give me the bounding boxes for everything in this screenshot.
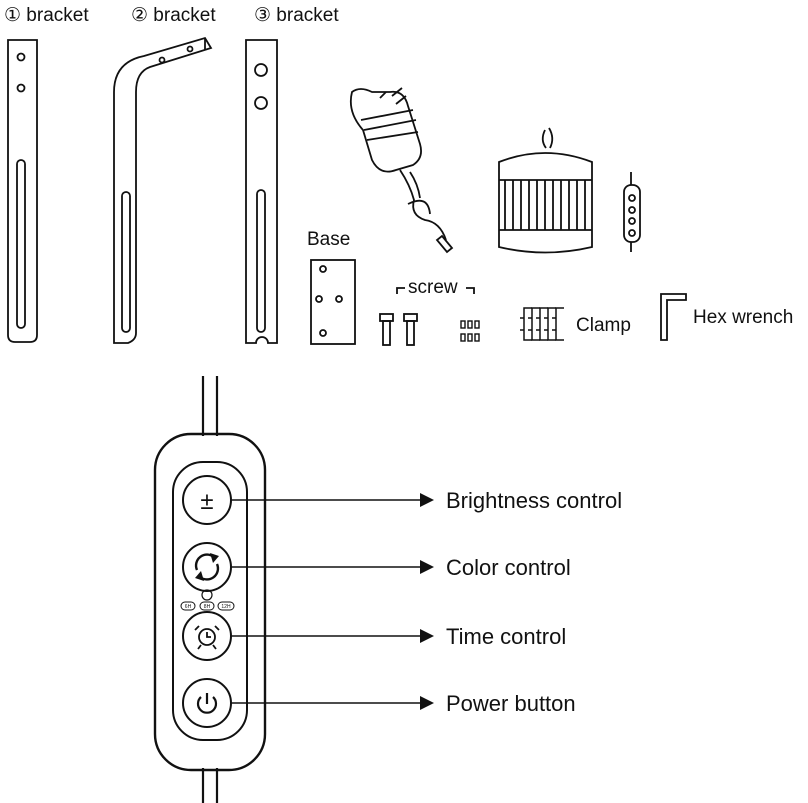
timer-label-6h: 6H bbox=[185, 604, 192, 610]
bracket-2-drawing bbox=[113, 36, 213, 344]
clamp-label: Clamp bbox=[576, 315, 631, 336]
alarm-clock-icon bbox=[194, 625, 220, 650]
hex-wrench-label: Hex wrench bbox=[693, 307, 794, 328]
screw-label: screw bbox=[408, 277, 458, 298]
bracket-2-label: ② bracket bbox=[131, 5, 216, 26]
power-adapter-drawing bbox=[349, 87, 454, 254]
bracket-1-label: ① bracket bbox=[4, 5, 89, 26]
hex-wrench-drawing bbox=[660, 293, 687, 341]
screw-bracket-lines bbox=[396, 287, 475, 294]
base-label: Base bbox=[307, 229, 351, 250]
base-plate-drawing bbox=[310, 259, 356, 345]
timer-label-12h: 12H bbox=[221, 604, 231, 610]
power-button-label: Power button bbox=[446, 691, 576, 716]
button-panel bbox=[172, 461, 248, 741]
controller-body bbox=[153, 432, 267, 772]
lamp-drawing bbox=[498, 127, 593, 254]
clamps-drawing bbox=[520, 307, 564, 341]
indicator-led bbox=[201, 589, 213, 601]
timer-indicators bbox=[180, 601, 235, 611]
plus-minus-icon: ± bbox=[200, 488, 213, 515]
power-icon bbox=[196, 693, 218, 714]
large-screws-drawing bbox=[379, 313, 418, 346]
mini-controller-drawing bbox=[623, 172, 641, 252]
timer-label-8h: 8H bbox=[204, 604, 211, 610]
color-control-label: Color control bbox=[446, 555, 571, 580]
time-control-label: Time control bbox=[446, 624, 567, 649]
bracket-3-label: ③ bracket bbox=[254, 5, 339, 26]
controller-cable bbox=[201, 376, 219, 803]
callout-arrowheads bbox=[420, 493, 434, 710]
small-screws-drawing bbox=[460, 320, 480, 342]
callout-lines bbox=[231, 499, 422, 704]
bracket-1-drawing bbox=[7, 39, 38, 343]
color-button[interactable] bbox=[182, 542, 232, 592]
brightness-control-label: Brightness control bbox=[446, 488, 623, 513]
bracket-3-drawing bbox=[245, 39, 278, 344]
